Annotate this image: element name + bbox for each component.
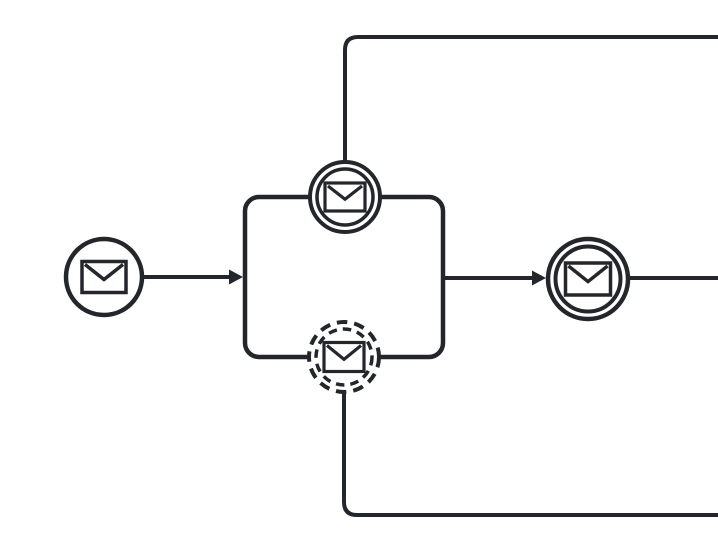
message-start-event[interactable]: [63, 236, 145, 318]
message-boundary-event-interrupting[interactable]: [308, 160, 382, 234]
message-boundary-event-non-interrupting[interactable]: [307, 320, 381, 394]
sequence-flow-start-to-task[interactable]: [142, 269, 243, 285]
message-intermediate-catch-event-inner-ring: [553, 244, 623, 314]
envelope-icon: [322, 340, 366, 374]
flow-boundary-top-right-path[interactable]: [343, 35, 718, 163]
flow-boundary-bottom-right-path[interactable]: [342, 392, 718, 517]
envelope-flap: [83, 263, 125, 282]
envelope-icon: [563, 261, 613, 297]
message-boundary-event-interrupting-inner-ring: [315, 167, 375, 227]
message-intermediate-catch-event[interactable]: [545, 236, 631, 322]
sequence-flow-task-to-catch-event[interactable]: [443, 270, 546, 286]
flow-boundary-top-right[interactable]: [343, 35, 718, 163]
sequence-flow-arrowhead: [229, 269, 243, 285]
envelope-flap: [327, 184, 363, 202]
sequence-flow-arrowhead: [532, 270, 546, 286]
message-boundary-event-non-interrupting-inner-ring: [314, 327, 374, 387]
envelope-icon: [80, 259, 128, 295]
envelope-icon: [323, 181, 367, 213]
envelope-flap: [567, 264, 609, 284]
envelope-flap: [325, 344, 363, 362]
flow-boundary-bottom-right[interactable]: [342, 392, 718, 517]
